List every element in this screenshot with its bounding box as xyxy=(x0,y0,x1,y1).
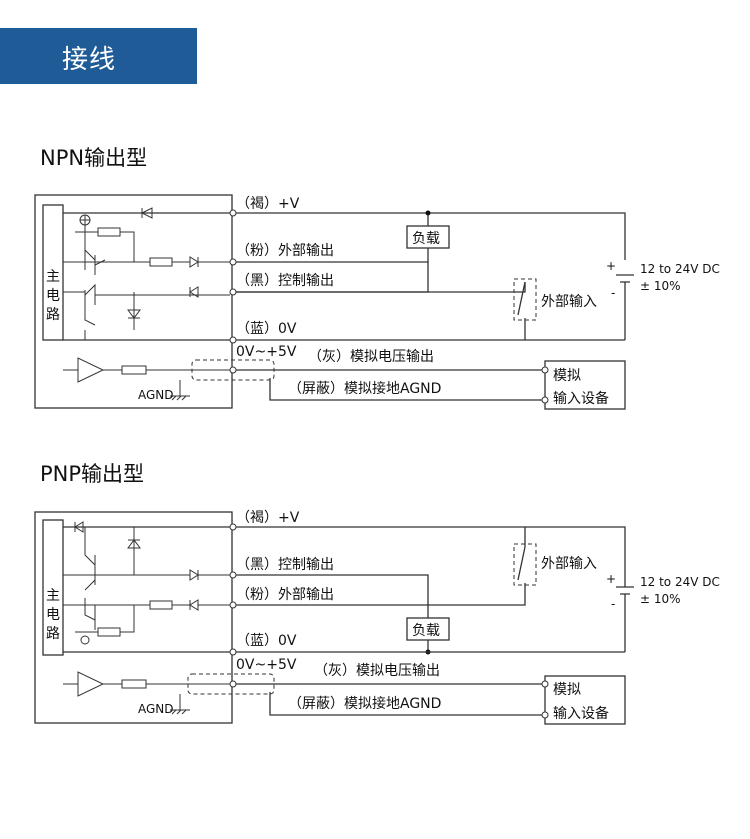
header-banner: 接线 xyxy=(0,28,197,84)
npn-switch-icon xyxy=(517,281,526,316)
pnp-zener xyxy=(127,527,141,575)
pnp-main-circuit-box xyxy=(42,519,64,656)
pnp-agnd-label: AGND xyxy=(138,702,174,716)
pnp-resistor-2 xyxy=(149,600,173,610)
npn-brown-label: （褐）+V xyxy=(236,196,300,212)
npn-resistor-1 xyxy=(97,227,121,237)
npn-transistor-2 xyxy=(63,283,230,305)
npn-agnd-label: AGND xyxy=(138,388,174,402)
pnp-shield-label: （屏蔽）模拟接地AGND xyxy=(288,695,441,712)
npn-range-label: 0V~+5V xyxy=(236,344,297,360)
npn-diagram: 主 电 路 负载 外部输入 + - xyxy=(34,194,720,410)
npn-load-label: 负载 xyxy=(412,231,440,247)
npn-gray-label: （灰）模拟电压输出 xyxy=(308,349,434,365)
svg-text:+: + xyxy=(606,572,616,586)
pnp-analog-device-line1: 模拟 xyxy=(553,682,581,698)
pnp-transistor-2 xyxy=(63,598,230,630)
svg-text:-: - xyxy=(611,286,615,300)
npn-pink-label: （粉）外部输出 xyxy=(236,243,334,259)
npn-blue-label: （蓝）0V xyxy=(236,321,297,337)
pnp-diode-pink xyxy=(189,599,199,611)
npn-black-label: （黑）控制输出 xyxy=(236,273,334,289)
npn-diode-top xyxy=(140,207,153,219)
npn-shield-wire xyxy=(269,378,545,401)
npn-supply-tolerance: ± 10% xyxy=(640,279,681,293)
pnp-sensor-box xyxy=(34,511,233,724)
pnp-title: PNP输出型 xyxy=(40,462,145,486)
npn-shield-dashed xyxy=(191,359,275,381)
npn-zener xyxy=(127,292,141,330)
svg-text:-: - xyxy=(611,597,615,611)
npn-shield-label: （屏蔽）模拟接地AGND xyxy=(288,380,441,397)
npn-resistor-analog xyxy=(121,365,147,375)
npn-analog-amp xyxy=(63,357,230,383)
pnp-resistor-1 xyxy=(97,627,121,637)
pnp-supply-voltage: 12 to 24V DC xyxy=(640,575,720,589)
pnp-shield-wire xyxy=(269,692,545,716)
pnp-analog-amp xyxy=(63,671,230,697)
npn-analog-device-box xyxy=(544,360,626,410)
npn-title: NPN输出型 xyxy=(40,146,148,170)
pnp-diagram: 主 电 路 负载 外部输入 + - 12 to 24 xyxy=(34,510,720,725)
npn-sensor-box xyxy=(34,194,233,409)
pnp-black-label: （黑）控制输出 xyxy=(236,557,334,573)
npn-main-circuit-box xyxy=(42,204,64,341)
npn-agnd-icon xyxy=(170,380,190,401)
pnp-main-char-2: 电 xyxy=(46,607,60,623)
header-title: 接线 xyxy=(62,45,117,75)
npn-resistor-2 xyxy=(149,257,173,267)
pnp-shield-dashed xyxy=(187,673,275,695)
pnp-brown-label: （褐）+V xyxy=(236,510,300,526)
npn-analog-device-line2: 输入设备 xyxy=(553,390,609,407)
pnp-black-wire xyxy=(236,574,429,618)
pnp-power-supply-icon xyxy=(616,586,634,652)
npn-supply-voltage: 12 to 24V DC xyxy=(640,262,720,276)
npn-power-supply-icon xyxy=(616,274,634,340)
pnp-blue-label: （蓝）0V xyxy=(236,633,297,649)
npn-main-char-1: 主 xyxy=(46,269,60,285)
npn-diode-black xyxy=(189,286,199,298)
pnp-diode-top xyxy=(74,521,84,533)
npn-external-input-label: 外部输入 xyxy=(541,294,597,310)
pnp-main-char-3: 路 xyxy=(46,626,60,642)
pnp-external-input-wire xyxy=(428,527,526,606)
pnp-main-char-1: 主 xyxy=(46,588,60,604)
pnp-load-label: 负载 xyxy=(412,623,440,639)
pnp-agnd-icon xyxy=(170,694,190,715)
pnp-diode-black xyxy=(189,569,199,581)
pnp-pink-label: （粉）外部输出 xyxy=(236,587,334,603)
pnp-transistor-1 xyxy=(84,527,96,591)
pnp-gray-label: （灰）模拟电压输出 xyxy=(314,663,440,679)
npn-transistor-1 xyxy=(84,225,106,326)
pnp-resistor-analog xyxy=(121,679,147,689)
pnp-led-icon xyxy=(80,635,90,645)
npn-brown-wire xyxy=(236,212,626,260)
pnp-analog-device-line2: 输入设备 xyxy=(553,705,609,722)
npn-analog-device-line1: 模拟 xyxy=(553,368,581,384)
pnp-switch-icon xyxy=(517,546,526,581)
npn-main-char-3: 路 xyxy=(46,307,60,323)
pnp-range-label: 0V~+5V xyxy=(236,657,297,673)
pnp-supply-tolerance: ± 10% xyxy=(640,592,681,606)
pnp-analog-device-box xyxy=(544,675,626,725)
pnp-external-input-label: 外部输入 xyxy=(541,556,597,572)
pnp-brown-wire xyxy=(236,526,626,572)
npn-main-char-2: 电 xyxy=(46,288,60,304)
npn-external-input-wire xyxy=(236,282,526,340)
npn-diode-pink xyxy=(189,256,199,268)
svg-text:+: + xyxy=(606,259,616,273)
